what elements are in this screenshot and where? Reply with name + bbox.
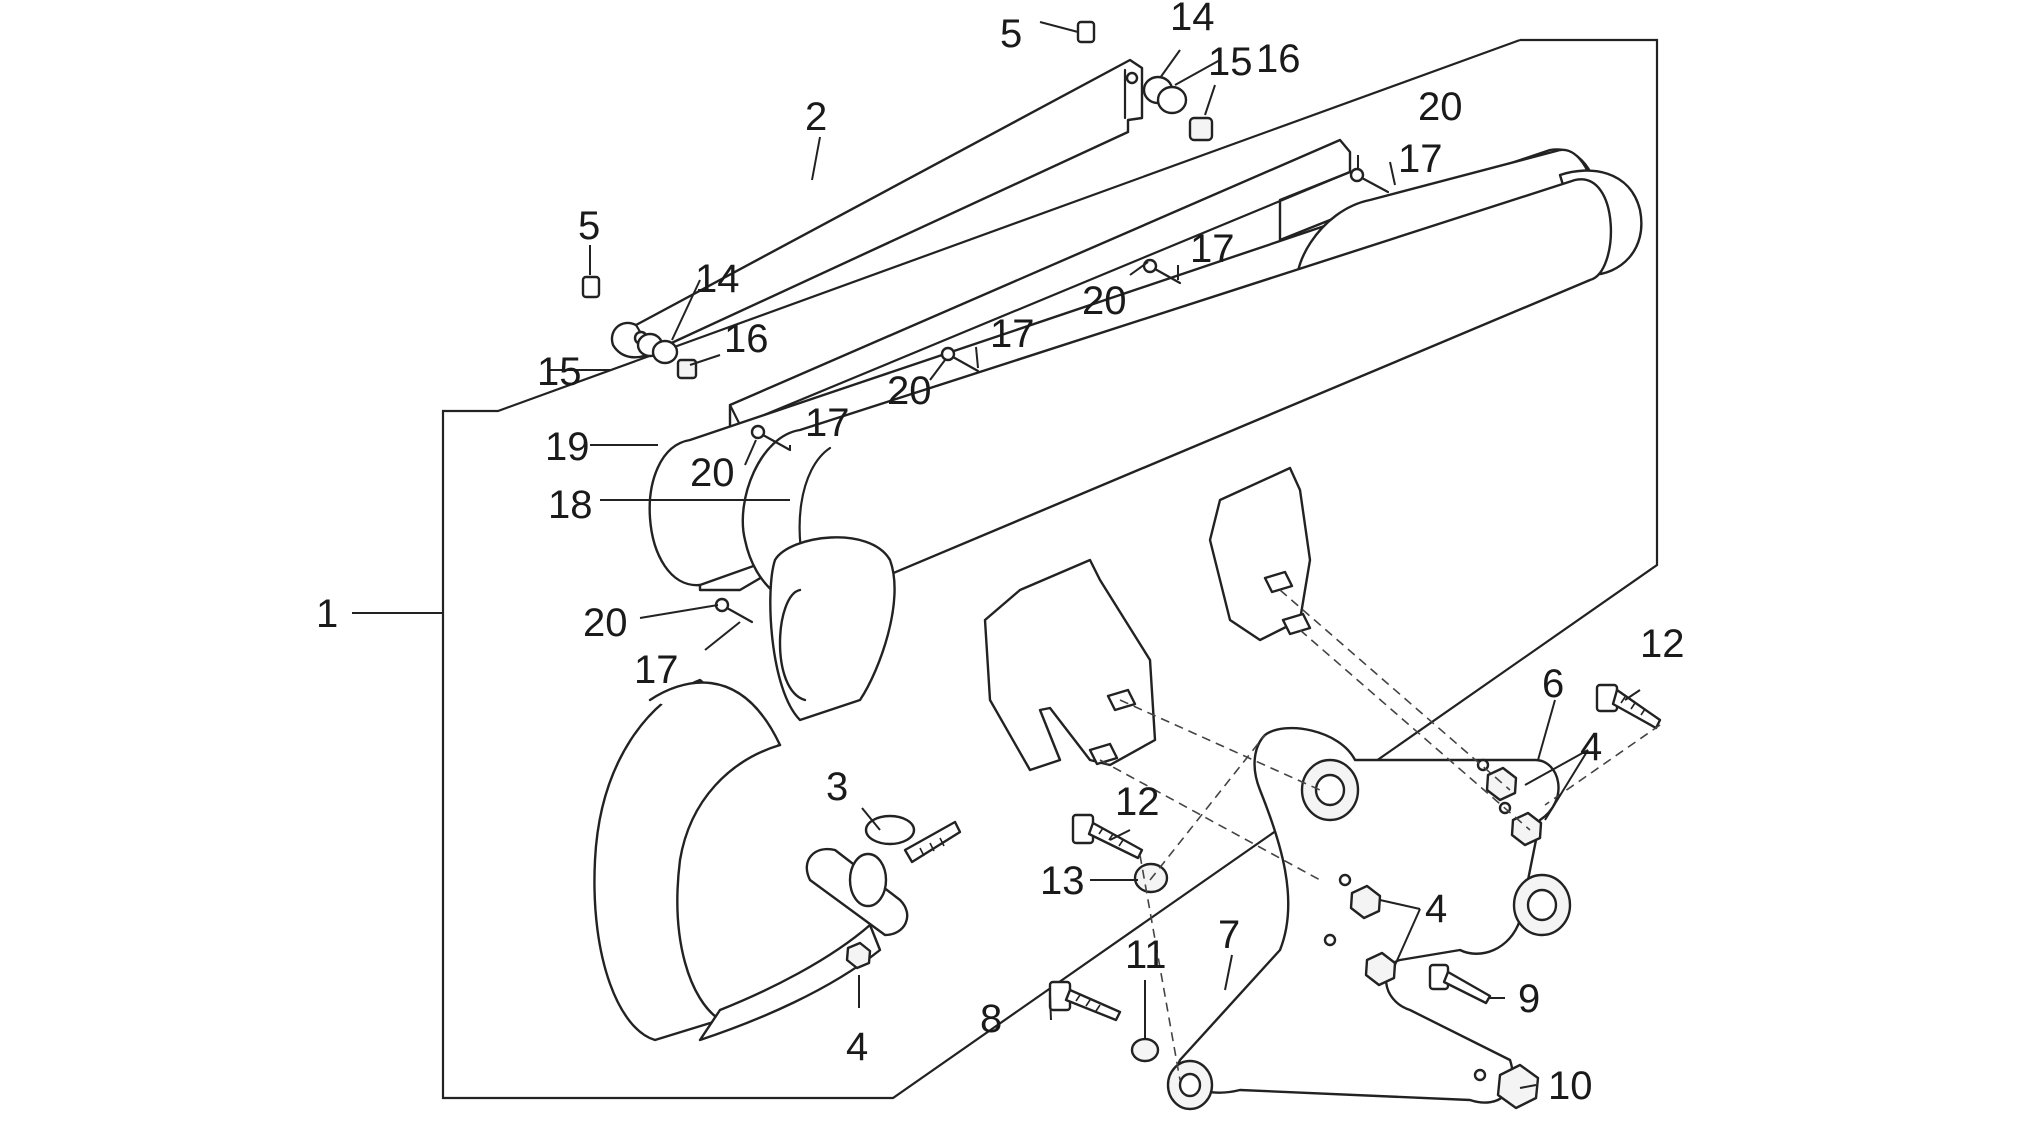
- callout-7: 7: [1218, 913, 1240, 957]
- muffler: [648, 148, 1643, 722]
- top-fasteners: [581, 20, 1214, 380]
- callout-labels: 1 2 3 4 4 4 5 5 6 7 8 9 10 11 12 12 13 1…: [316, 0, 1685, 1108]
- callout-17-a: 17: [1398, 137, 1443, 181]
- callout-13: 13: [1040, 859, 1085, 903]
- bolt-8: [1048, 980, 1122, 1022]
- callout-14-top: 14: [1170, 0, 1215, 39]
- callout-15-left: 15: [537, 350, 582, 394]
- head-pipe: [593, 678, 882, 1042]
- callout-18: 18: [548, 483, 593, 527]
- callout-14-left: 14: [695, 257, 740, 301]
- nut-4-d: [1364, 951, 1397, 987]
- callout-12-upper: 12: [1640, 622, 1685, 666]
- callout-17-d: 17: [805, 401, 850, 445]
- stud-hole-d: [1323, 933, 1337, 947]
- callout-20-a: 20: [1418, 85, 1463, 129]
- callout-16-left: 16: [724, 317, 769, 361]
- shield-screws: [714, 167, 1390, 624]
- muffler-studs: [1088, 570, 1312, 766]
- exhaust-flange: [805, 814, 962, 937]
- callout-11: 11: [1125, 933, 1167, 977]
- callout-4-flange: 4: [846, 1025, 868, 1069]
- stud-hole-e: [1473, 1068, 1487, 1082]
- callout-17-e: 17: [634, 648, 679, 692]
- callout-9: 9: [1518, 977, 1540, 1021]
- nut-4-a: [1485, 766, 1518, 802]
- callout-3: 3: [826, 765, 848, 809]
- callout-20-d: 20: [690, 451, 735, 495]
- callout-4-lower: 4: [1425, 887, 1447, 931]
- callout-5-top: 5: [1000, 12, 1022, 56]
- nut-4-e: [845, 941, 872, 970]
- callout-20-b: 20: [1082, 279, 1127, 323]
- stud-hole-a: [1476, 758, 1490, 772]
- leader-lines: [352, 21, 1641, 1089]
- callout-16-top: 16: [1256, 37, 1301, 81]
- callout-10: 10: [1548, 1064, 1593, 1108]
- nut-4-c: [1349, 884, 1382, 920]
- callout-20-e: 20: [583, 601, 628, 645]
- callout-5-left: 5: [578, 204, 600, 248]
- callout-6: 6: [1542, 662, 1564, 706]
- nut-10: [1496, 1063, 1540, 1110]
- callout-4-upper: 4: [1580, 725, 1602, 769]
- callout-15-top: 15: [1208, 40, 1253, 84]
- bolt-9: [1428, 963, 1492, 1005]
- assembly-frame: [441, 38, 1659, 1100]
- callout-20-c: 20: [887, 369, 932, 413]
- callout-17-c: 17: [990, 312, 1035, 356]
- bolt-12-upper: [1595, 683, 1662, 730]
- callout-19: 19: [545, 425, 590, 469]
- washer-11: [1130, 1037, 1160, 1063]
- callout-8: 8: [980, 997, 1002, 1041]
- callout-1: 1: [316, 592, 338, 636]
- callout-17-b: 17: [1190, 227, 1235, 271]
- bolt-12-lower: [1071, 813, 1144, 860]
- stud-hole-c: [1338, 873, 1352, 887]
- callout-12-lower: 12: [1115, 780, 1160, 824]
- muffler-support-brackets: [983, 466, 1312, 772]
- assembly-lines: [1099, 589, 1661, 1081]
- callout-2: 2: [805, 95, 827, 139]
